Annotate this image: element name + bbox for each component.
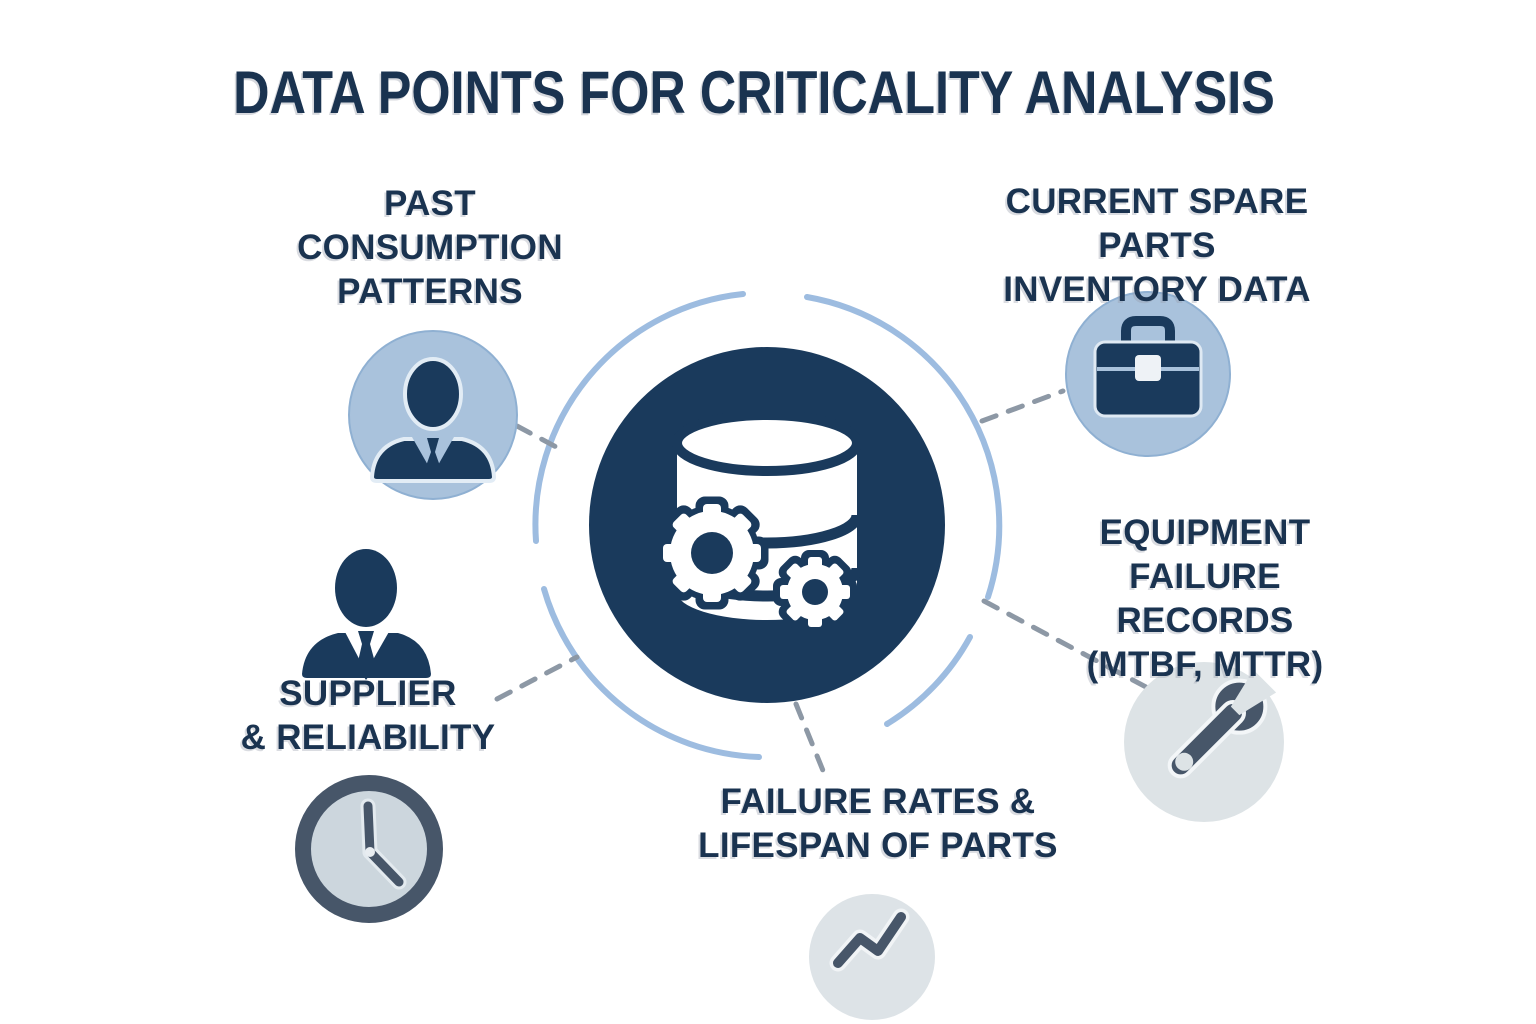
ring-arc-right: [804, 294, 1003, 600]
trend-chart-icon: [829, 908, 910, 972]
ring-arc-top-left: [532, 291, 746, 544]
failure-rates-node-icon: [809, 894, 935, 1020]
gear-large-icon: [655, 496, 769, 610]
supplier-reliability-node-icon: [295, 549, 443, 923]
past-consumption-node-icon: [348, 330, 518, 500]
wrench-icon: [1167, 669, 1277, 779]
center-ring: [532, 291, 1003, 760]
connector-equipment-failure: [981, 598, 1149, 690]
briefcase-icon: [1093, 316, 1203, 418]
clock-icon: [295, 775, 443, 923]
ring-arc-bottom-left: [541, 586, 762, 760]
current-inventory-node-icon: [1065, 291, 1231, 457]
person-icon: [302, 549, 431, 680]
label-past-consumption: PAST CONSUMPTION PATTERNS: [297, 184, 563, 311]
label-failure-rates: FAILURE RATES & LIFESPAN OF PARTS: [698, 782, 1058, 865]
connector-failure-rates: [793, 701, 829, 781]
businessperson-icon: [369, 357, 497, 483]
label-supplier-reliability: SUPPLIER & RELIABILITY: [240, 674, 496, 757]
central-node: [589, 347, 945, 703]
ring-arc-bottom-right: [884, 634, 973, 727]
label-current-inventory: CURRENT SPARE PARTS INVENTORY DATA: [1003, 182, 1311, 309]
connector-supplier-reliability: [494, 654, 580, 702]
page-title: DATA POINTS FOR CRITICALITY ANALYSIS: [233, 59, 1275, 126]
connector-past-consumption: [514, 423, 563, 452]
connector-current-inventory: [979, 388, 1066, 424]
label-equipment-failure: EQUIPMENT FAILURE RECORDS (MTBF, MTTR): [1086, 513, 1324, 684]
equipment-failure-node-icon: [1124, 662, 1284, 822]
database-gears-icon: [655, 410, 863, 634]
gear-small-icon: [773, 550, 857, 634]
connectors: [494, 388, 1149, 781]
